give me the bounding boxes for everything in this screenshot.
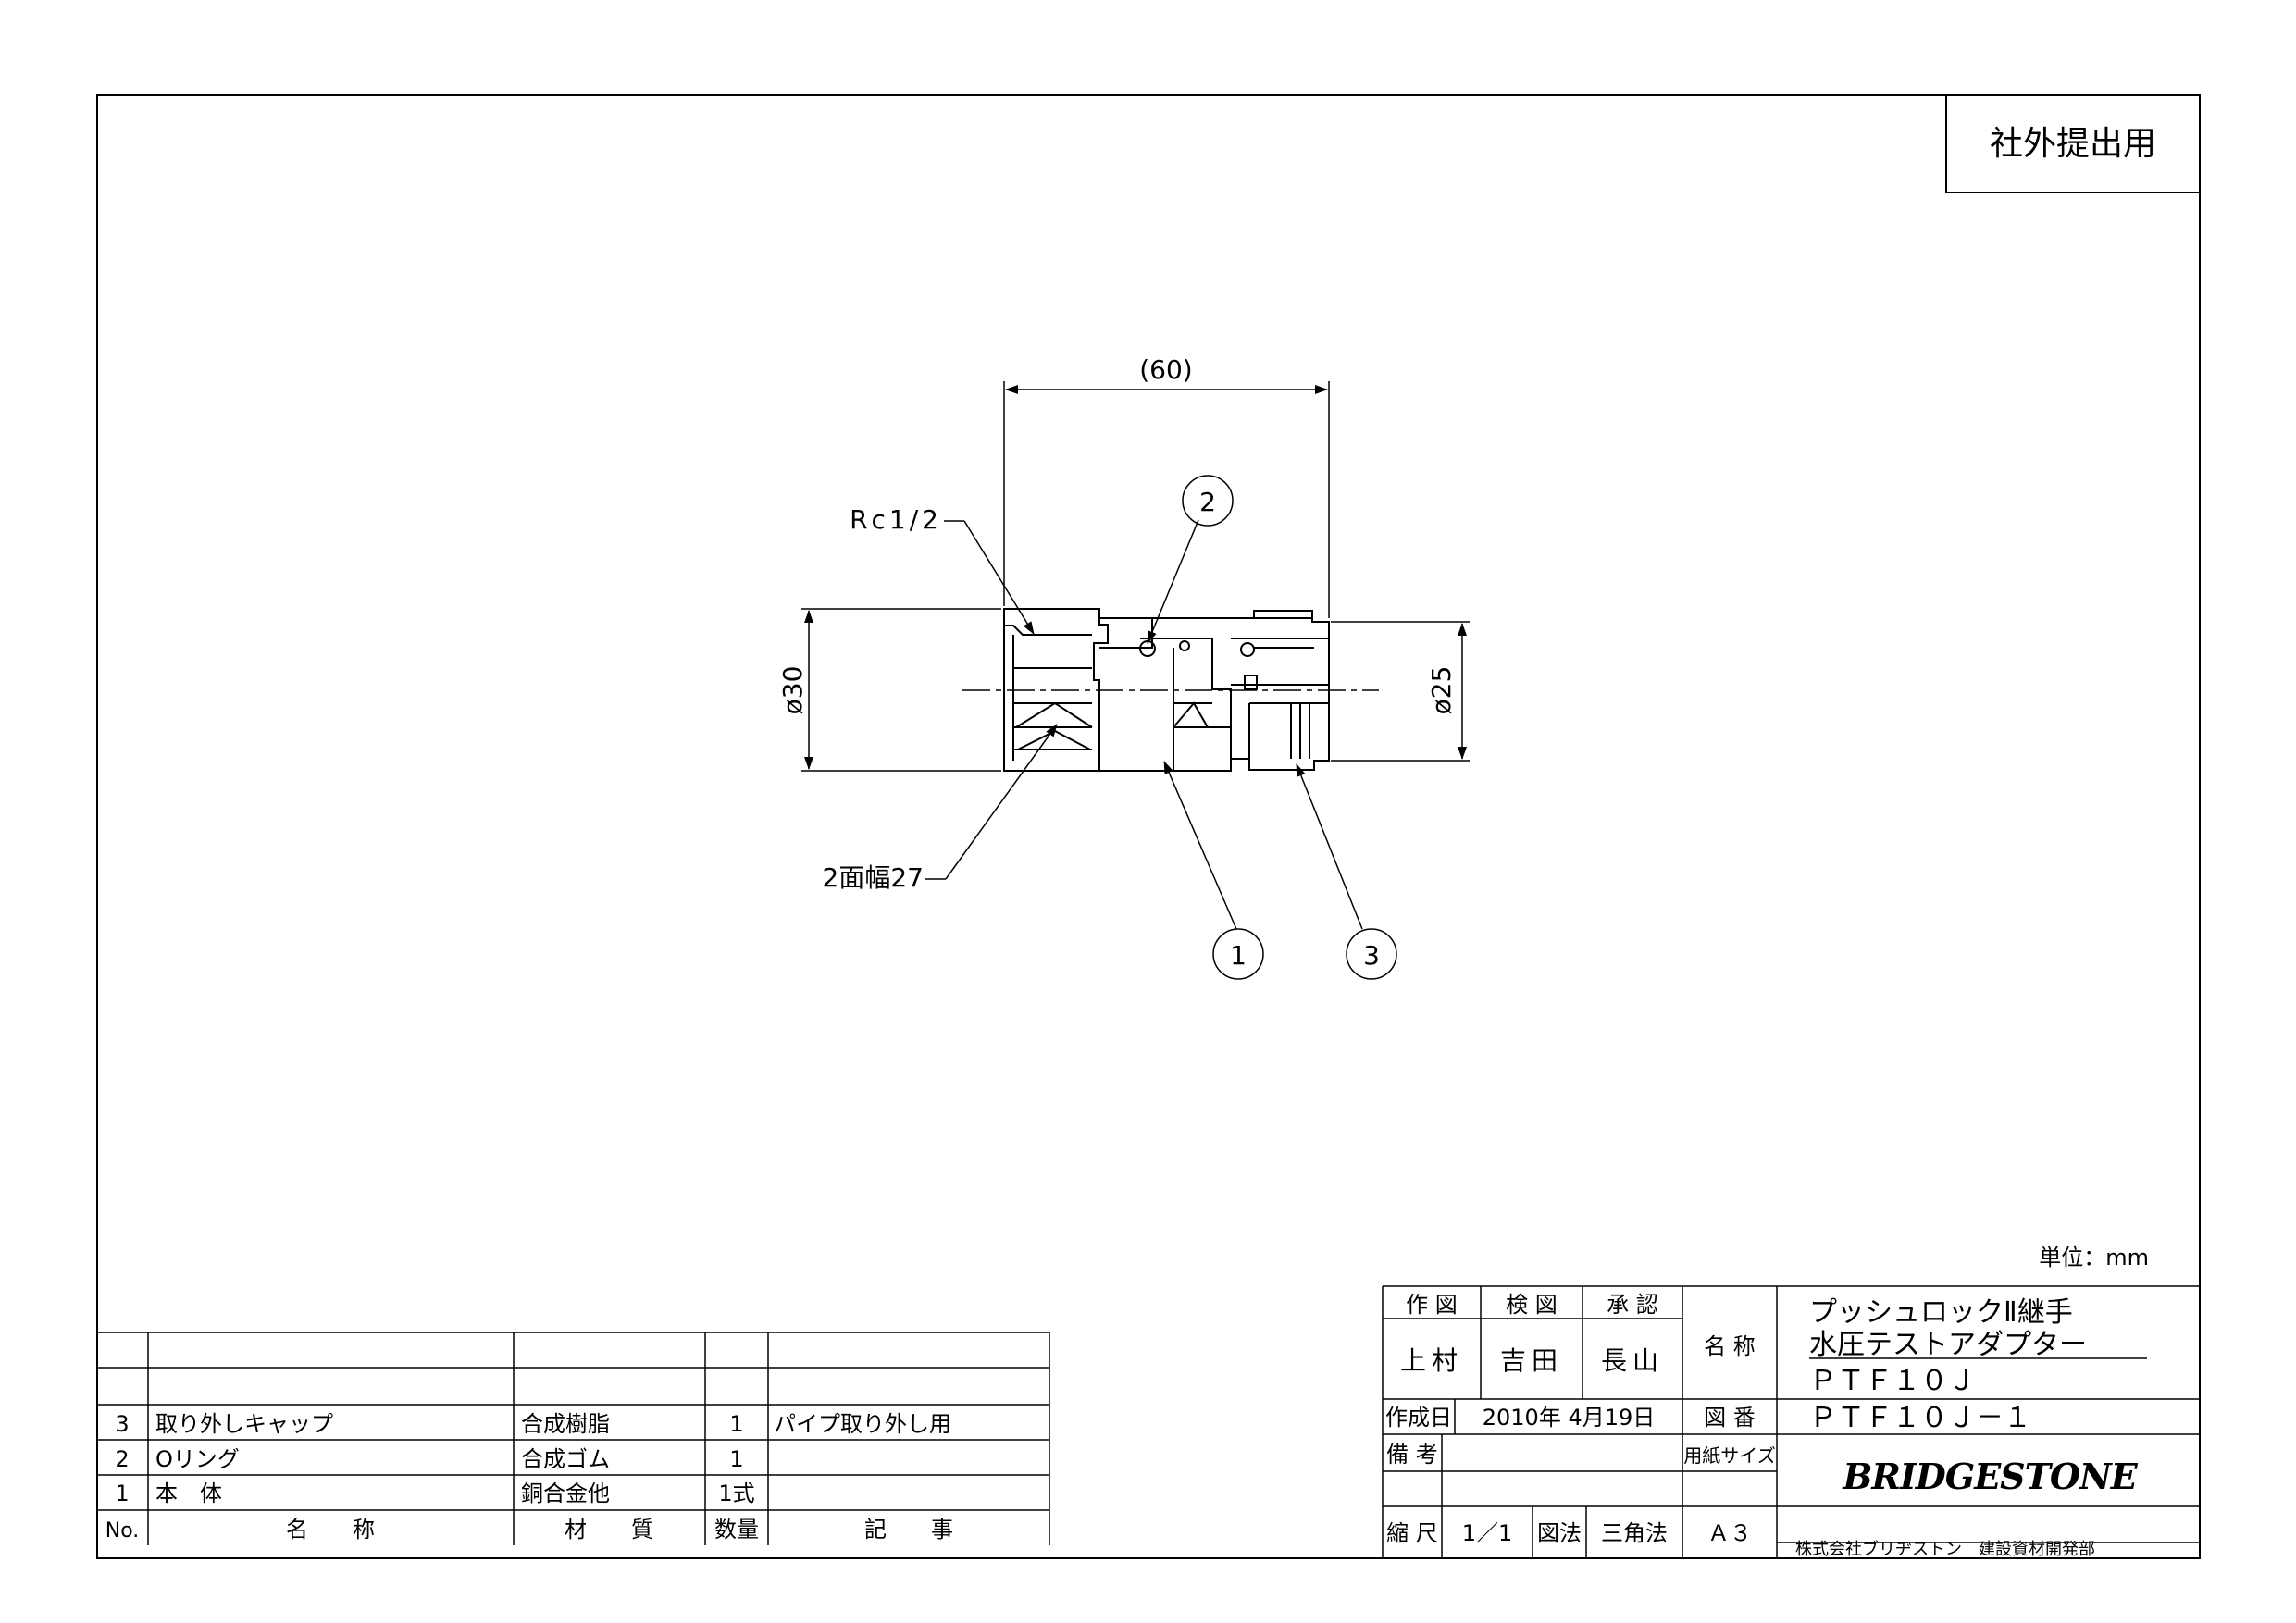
balloon-2: 2 [1147,475,1234,644]
svg-text:1: 1 [729,1446,743,1472]
dim-outer-diameter-label: ø30 [777,666,808,715]
svg-text:3: 3 [115,1411,129,1437]
svg-text:材 質: 材 質 [565,1517,653,1542]
checked-label: 検 図 [1506,1292,1558,1318]
product-name-line1: プッシュロックⅡ継手 [1809,1296,2073,1329]
svg-text:取り外しキャップ: 取り外しキャップ [155,1411,333,1437]
projection-value: 三角法 [1601,1520,1668,1546]
thread-label: Rc1/2 [850,504,942,535]
svg-text:合成ゴム: 合成ゴム [521,1446,610,1472]
svg-text:パイプ取り外し用: パイプ取り外し用 [774,1411,951,1437]
bridgestone-logo: BRIDGESTONE [1842,1456,2138,1497]
name-label: 名 称 [1704,1333,1756,1359]
svg-text:銅合金他: 銅合金他 [521,1481,610,1506]
dim-length-label: (60) [1139,354,1192,385]
scale-value: 1／1 [1462,1520,1513,1546]
balloon-1: 1 [1163,761,1264,980]
stamp-box: 社外提出用 [1945,95,2200,193]
parts-row-2: 2 Oリング 合成ゴム 1 [115,1446,743,1472]
date-value: 2010年 4月19日 [1483,1405,1656,1431]
date-label: 作成日 [1385,1405,1452,1431]
svg-text:本 体: 本 体 [155,1481,222,1506]
scale-label: 縮 尺 [1386,1520,1438,1546]
svg-text:合成樹脂: 合成樹脂 [521,1411,610,1437]
part-drawing: (60) ø30 ø25 Rc1/2 2面幅27 [777,354,1470,980]
release-cap-part [1212,610,1330,771]
dim-cap-diameter: ø25 [1331,621,1470,762]
approved-by: 長山 [1601,1345,1664,1376]
flat-label: 2面幅27 [823,862,924,893]
flat-callout: 2面幅27 [823,724,1058,893]
svg-text:No.: No. [105,1519,140,1542]
balloon-3: 3 [1296,763,1397,980]
svg-text:Oリング: Oリング [155,1446,240,1472]
dim-outer-diameter: ø30 [777,608,1001,772]
parts-row-3: 3 取り外しキャップ 合成樹脂 1 パイプ取り外し用 [115,1411,951,1437]
dim-length: (60) [1003,354,1330,618]
drawing-border [96,94,2201,1559]
svg-text:2: 2 [1199,487,1216,517]
company-name: 株式会社ブリヂストン 建設資材開発部 [1795,1539,2095,1559]
drawing-no-label: 図 番 [1704,1405,1756,1431]
dim-cap-diameter-label: ø25 [1426,666,1457,715]
svg-text:名 称: 名 称 [286,1517,375,1542]
svg-text:3: 3 [1363,940,1380,971]
parts-list: 3 取り外しキャップ 合成樹脂 1 パイプ取り外し用 2 Oリング 合成ゴム 1… [97,1332,1050,1545]
approved-label: 承 認 [1607,1292,1658,1318]
svg-text:1: 1 [1230,940,1247,971]
svg-text:2: 2 [115,1446,129,1472]
checked-by: 吉田 [1500,1345,1563,1376]
stamp-text: 社外提出用 [1990,125,2156,163]
unit-label: 単位：mm [2039,1245,2149,1270]
svg-text:記 事: 記 事 [864,1517,953,1542]
thread-callout: Rc1/2 [850,504,1035,635]
drawing-no-value: ＰＴＦ１０Ｊ－１ [1809,1402,2031,1434]
parts-row-1: 1 本 体 銅合金他 1式 [115,1481,754,1506]
svg-text:1式: 1式 [718,1481,754,1506]
title-block: 作 図 検 図 承 認 上村 吉田 長山 名 称 プッシュロックⅡ継手 水圧テス… [1382,1285,2200,1559]
svg-text:数量: 数量 [714,1517,759,1542]
projection-label: 図法 [1537,1520,1582,1546]
paper-size-value: Ａ３ [1707,1520,1752,1546]
product-name-line2: 水圧テストアダプター [1809,1329,2087,1361]
remarks-label: 備 考 [1386,1442,1438,1468]
drawn-label: 作 図 [1406,1292,1458,1318]
svg-text:1: 1 [115,1481,129,1506]
parts-header: No. 名 称 材 質 数量 記 事 [105,1517,953,1542]
product-name-line3: ＰＴＦ１０Ｊ [1809,1365,1976,1397]
paper-size-label: 用紙サイズ [1683,1444,1775,1467]
drawn-by: 上村 [1400,1345,1463,1376]
svg-text:1: 1 [729,1411,743,1437]
